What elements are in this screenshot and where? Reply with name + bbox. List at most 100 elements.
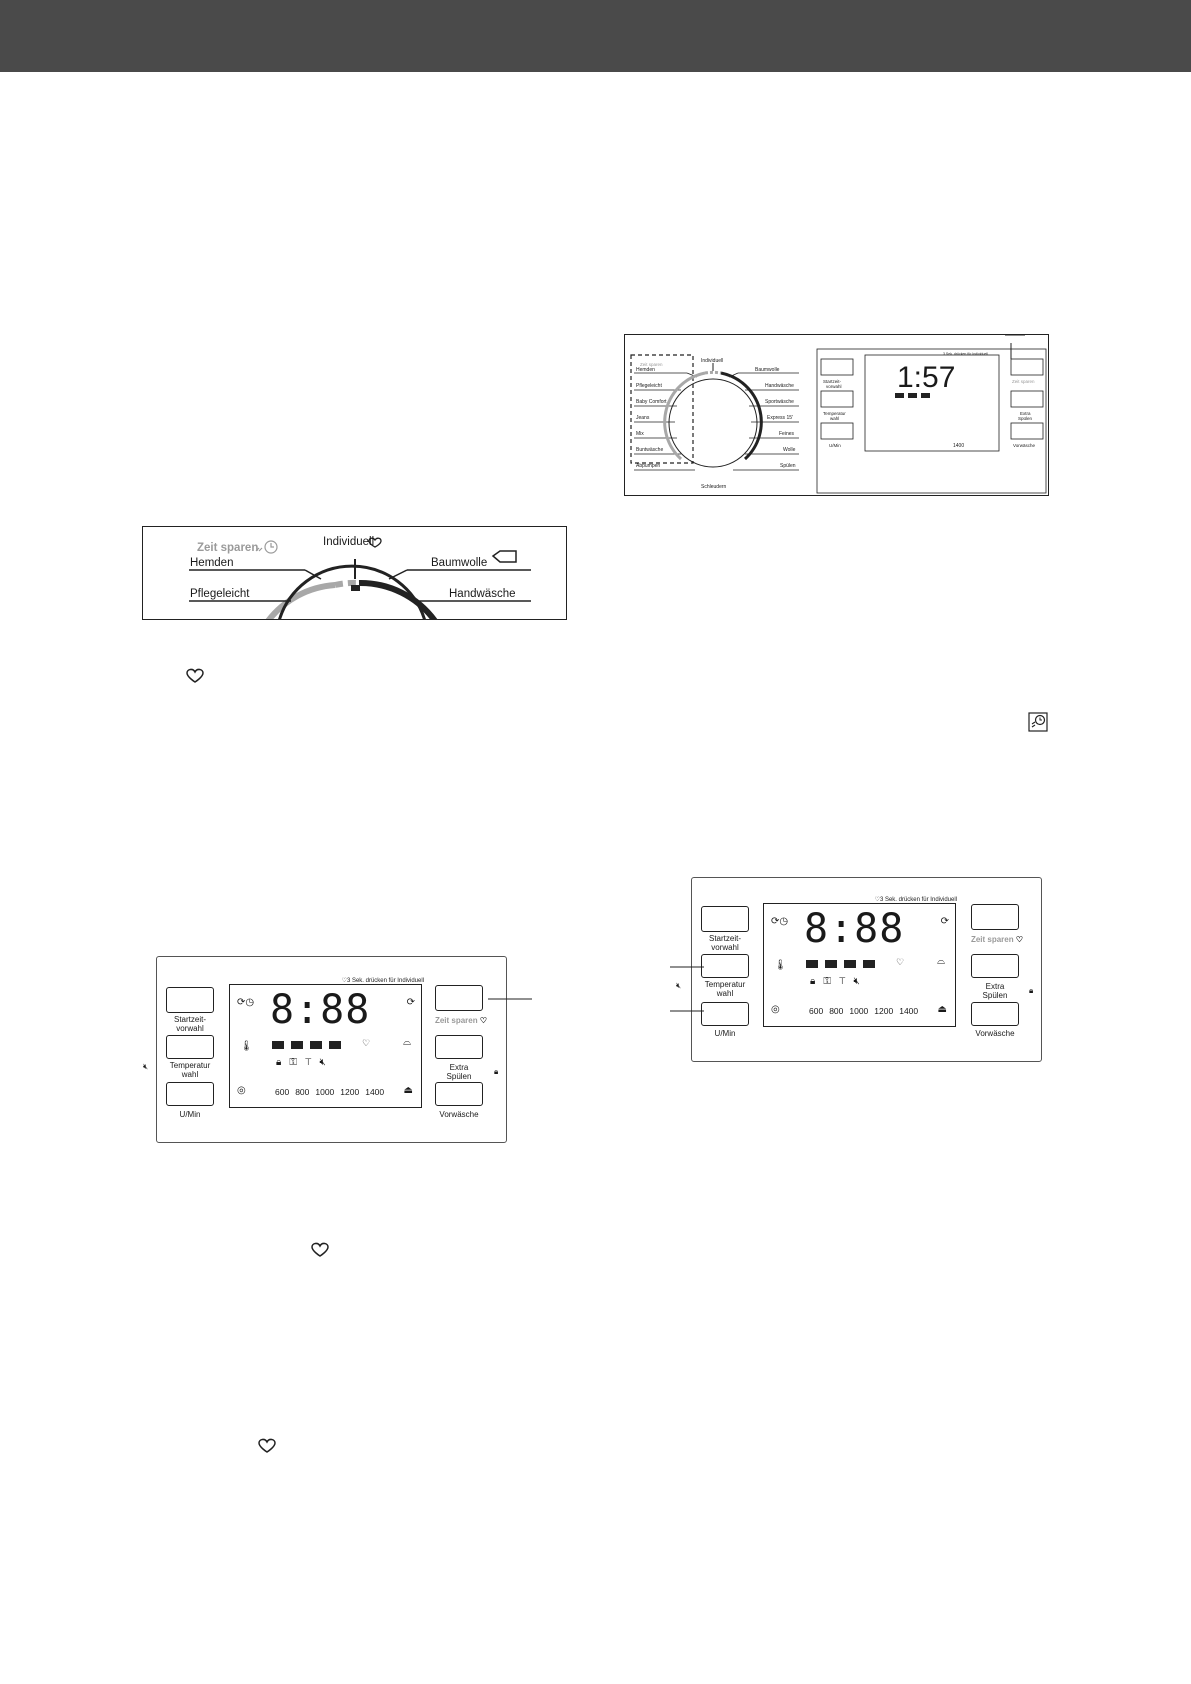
lock-icon: 🔒︎: [1029, 986, 1034, 995]
svg-text:Hemden: Hemden: [636, 367, 655, 373]
turbo-icon: ⟳: [940, 916, 949, 927]
vorwaesche-label: Vorwäsche: [975, 1029, 1015, 1038]
heart-icon: ♡: [874, 897, 880, 903]
thermometer-icon: 🌡︎: [774, 960, 787, 971]
temperatur-button[interactable]: [166, 1035, 214, 1059]
startzeit-button[interactable]: [701, 906, 749, 932]
svg-text:Sportwäsche: Sportwäsche: [765, 399, 794, 405]
zeit-sparen-button[interactable]: [435, 985, 483, 1011]
svg-text:U/Min: U/Min: [829, 443, 841, 448]
svg-text:Handwäsche: Handwäsche: [765, 383, 794, 389]
svg-text:Mix: Mix: [636, 431, 644, 437]
display-time: 1:57: [897, 361, 955, 394]
display-digits: 8:88: [804, 906, 905, 952]
heart-icon: ♡: [479, 1016, 488, 1025]
drain-icon: ⏏: [937, 1004, 947, 1015]
heart-icon: ♡: [341, 978, 347, 984]
svg-text:wahl: wahl: [830, 416, 839, 421]
svg-text:Spülen: Spülen: [1018, 416, 1033, 421]
heart-icon: ♡: [362, 1038, 371, 1048]
svg-text:Feines: Feines: [779, 431, 795, 437]
mute-icon: 🔇︎: [143, 1062, 149, 1071]
shirt-icon: ⊤: [304, 1057, 320, 1068]
callout-lines: [670, 966, 704, 1012]
stain-icons: [806, 960, 875, 968]
baumwolle-label: Baumwolle: [431, 557, 487, 569]
svg-text:Jeans: Jeans: [636, 415, 650, 421]
vorwaesche-button[interactable]: [435, 1082, 483, 1106]
panel-hint: 3 Sek. drücken für Individuell: [943, 352, 988, 356]
svg-text:Spülen: Spülen: [780, 463, 796, 469]
clock-arrow-icon: [1028, 712, 1048, 732]
thermometer-icon: 🌡︎: [240, 1041, 253, 1052]
svg-text:Vorwäsche: Vorwäsche: [1013, 443, 1036, 448]
header-bar: [0, 0, 1191, 72]
status-icons: 🔒︎⚿⊤🔇︎: [810, 976, 868, 987]
extra-spuelen-button[interactable]: [971, 954, 1019, 978]
spin-icon: ◎: [771, 1004, 780, 1015]
status-icons: 🔒︎⚿⊤🔇︎: [276, 1057, 334, 1068]
callout-line: [488, 998, 532, 1000]
temperatur-label: Temperatur wahl: [169, 1061, 211, 1079]
individuell-label: Individuell: [323, 536, 374, 548]
speed-readout: 1400: [953, 443, 964, 449]
startzeit-label: Startzeit- vorwahl: [708, 934, 741, 952]
hemden-label: Hemden: [190, 557, 233, 569]
turbo-icon: ⟳: [406, 997, 415, 1008]
stain-icons: [272, 1041, 341, 1049]
shirt-icon: ⊤: [838, 976, 854, 987]
zeit-sparen-label: Zeit sparen: [197, 542, 258, 554]
lock-icon: 🔒︎: [494, 1067, 499, 1076]
basin-icon: ⌓: [937, 956, 945, 967]
temperatur-label: Temperatur wahl: [704, 980, 746, 998]
heart-icon: [258, 1438, 276, 1453]
mute-icon: 🔇︎: [853, 976, 868, 987]
heart-icon: [368, 537, 382, 548]
drain-icon: ⏏: [403, 1085, 413, 1096]
child-lock-icon: ⚿: [823, 976, 839, 987]
svg-text:Abpumpen: Abpumpen: [636, 463, 660, 469]
umin-button[interactable]: [166, 1082, 214, 1106]
full-panel-figure: 1:57 1400 3 Sek. drücken für Individuell…: [624, 334, 1049, 496]
extra-spuelen-label: Extra Spülen: [982, 982, 1008, 1000]
display-digits: 8:88: [270, 987, 371, 1033]
lock-icon: 🔒︎: [810, 976, 824, 987]
heart-icon: [311, 1242, 329, 1257]
svg-text:Extra: Extra: [1020, 411, 1031, 416]
extra-spuelen-label: Extra Spülen: [446, 1063, 472, 1081]
mute-icon: 🔇︎: [319, 1057, 334, 1068]
pflegeleicht-label: Pflegeleicht: [190, 588, 250, 600]
svg-text:Pflegeleicht: Pflegeleicht: [636, 383, 662, 389]
clock-arrow-icon: [255, 540, 278, 554]
lock-icon: 🔒︎: [276, 1057, 290, 1068]
svg-text:Express 15': Express 15': [767, 415, 793, 421]
dial-crop-figure: Zeit sparen Individuell Hemden Baumwolle…: [142, 526, 567, 620]
handwaesche-label: Handwäsche: [449, 588, 515, 600]
svg-text:Temperatur: Temperatur: [823, 411, 846, 416]
umin-label: U/Min: [179, 1110, 201, 1119]
umin-button[interactable]: [701, 1002, 749, 1026]
vorwaesche-label: Vorwäsche: [439, 1110, 479, 1119]
panel-hint: ♡3 Sek. drücken für Individuell: [341, 978, 424, 984]
control-panel-left: ♡3 Sek. drücken für Individuell Startzei…: [143, 956, 507, 1143]
svg-text:vorwahl: vorwahl: [826, 384, 842, 389]
svg-text:Zeit sparen: Zeit sparen: [1012, 379, 1035, 384]
zeit-sparen-label: Zeit sparen ♡: [970, 935, 1024, 944]
basin-icon: ⌓: [403, 1037, 411, 1048]
spin-icon: ◎: [237, 1085, 246, 1096]
zeit-sparen-button[interactable]: [971, 904, 1019, 930]
control-panel-right: ♡3 Sek. drücken für Individuell Startzei…: [676, 877, 1042, 1062]
svg-text:Schleudern: Schleudern: [701, 484, 727, 490]
heart-icon: ♡: [1015, 935, 1024, 944]
svg-text:Baby Comfort: Baby Comfort: [636, 399, 667, 405]
svg-text:Zeit sparen: Zeit sparen: [640, 362, 663, 367]
panel-hint: ♡3 Sek. drücken für Individuell: [874, 897, 957, 903]
temperatur-button[interactable]: [701, 954, 749, 978]
extra-spuelen-button[interactable]: [435, 1035, 483, 1059]
startzeit-button[interactable]: [166, 987, 214, 1013]
clock-arrow-icon: ⟳◷: [237, 997, 255, 1008]
vorwaesche-button[interactable]: [971, 1002, 1019, 1026]
mute-icon: 🔇︎: [676, 981, 682, 990]
